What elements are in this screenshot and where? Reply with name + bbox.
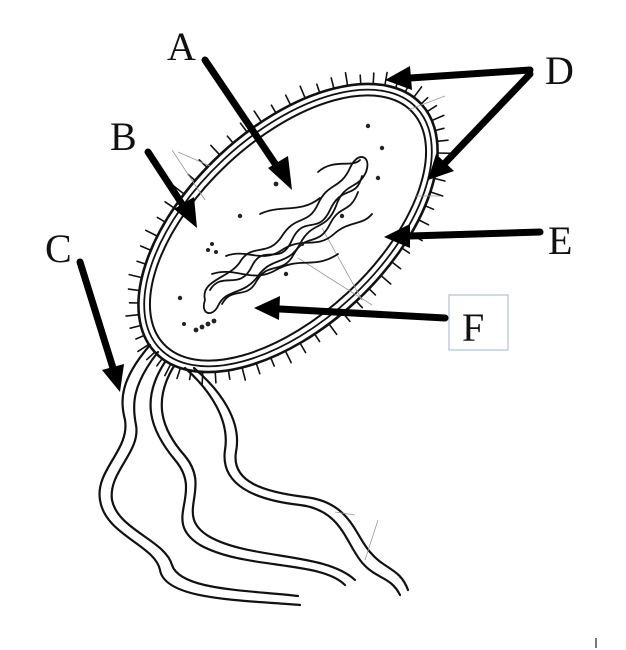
pilus: [164, 201, 175, 209]
cell-wall: [143, 88, 433, 368]
pilus: [135, 334, 145, 340]
pilus: [269, 356, 276, 367]
pilus: [417, 219, 430, 226]
pilus: [344, 72, 349, 87]
cell-membrane: [148, 94, 428, 362]
ribosomes: [177, 123, 385, 333]
pilus: [226, 135, 234, 144]
flagellum-1: [98, 343, 302, 607]
faint-guide-lines: [171, 95, 446, 561]
label-f-box: [448, 294, 509, 351]
pilus: [436, 139, 449, 143]
pilus: [372, 72, 375, 85]
capsule: [137, 82, 439, 374]
label-a: A: [167, 24, 196, 69]
pilus: [173, 185, 185, 195]
pilus: [401, 247, 411, 254]
pilus: [255, 362, 261, 375]
pilus: [412, 86, 423, 99]
pilus: [429, 191, 444, 197]
pilus: [127, 288, 141, 292]
pilus: [368, 287, 377, 296]
pilus: [299, 85, 307, 99]
pilus: [424, 205, 435, 211]
pilus: [187, 173, 196, 182]
pilus: [241, 366, 247, 381]
pilus: [156, 216, 166, 223]
pilus: [359, 74, 362, 85]
pilus: [201, 371, 204, 386]
pilus: [164, 363, 172, 377]
cytoplasm: [177, 123, 385, 333]
flagellum-2: [149, 360, 347, 587]
label-b: B: [110, 114, 137, 159]
flagella: [98, 343, 410, 607]
pilus: [270, 104, 277, 114]
flagellum-2-inner: [160, 364, 357, 582]
arrow-c: [76, 258, 124, 392]
pilus: [328, 323, 338, 336]
arrow-a: [201, 56, 292, 190]
pilus: [239, 122, 248, 133]
pilus: [391, 261, 402, 270]
pilus: [284, 350, 293, 364]
cell-body: [137, 82, 439, 374]
pilus: [433, 177, 446, 182]
pilus: [137, 343, 150, 353]
pilus: [156, 357, 163, 367]
flagellum-1-inner: [110, 350, 300, 598]
pilus: [434, 127, 445, 132]
label-arrows: [76, 56, 544, 392]
pilus: [128, 273, 143, 279]
pilus: [125, 313, 140, 317]
pilus: [284, 94, 292, 106]
pilus: [136, 260, 147, 265]
arrow-d-upper: [385, 66, 534, 90]
pilus: [129, 324, 142, 330]
label-e: E: [548, 218, 572, 263]
pilus: [431, 114, 445, 122]
pilus: [384, 71, 388, 87]
pilus: [299, 342, 307, 354]
pilus: [330, 77, 335, 90]
arrow-b: [144, 148, 197, 228]
pilus: [144, 229, 159, 237]
flagellum-3-inner: [192, 366, 410, 592]
pilus: [253, 110, 263, 123]
label-f: F: [462, 305, 484, 350]
pilus: [210, 144, 221, 156]
flagellum-3: [183, 366, 402, 597]
label-c: C: [45, 226, 72, 271]
pilus: [315, 83, 321, 94]
pilus: [176, 367, 182, 380]
arrow-f: [254, 296, 449, 322]
arrow-d-lower: [428, 70, 534, 180]
arrow-e: [384, 224, 544, 248]
pilus: [426, 104, 438, 113]
pilus: [355, 300, 364, 309]
nucleoid: [202, 156, 373, 314]
pilus: [313, 333, 321, 343]
pilus: [380, 274, 392, 285]
pilus: [139, 245, 152, 251]
pilus: [146, 351, 156, 361]
pilus: [214, 370, 217, 384]
pilus: [420, 96, 429, 105]
pilus: [227, 369, 231, 381]
pilus: [198, 159, 208, 169]
label-d: D: [545, 48, 574, 93]
